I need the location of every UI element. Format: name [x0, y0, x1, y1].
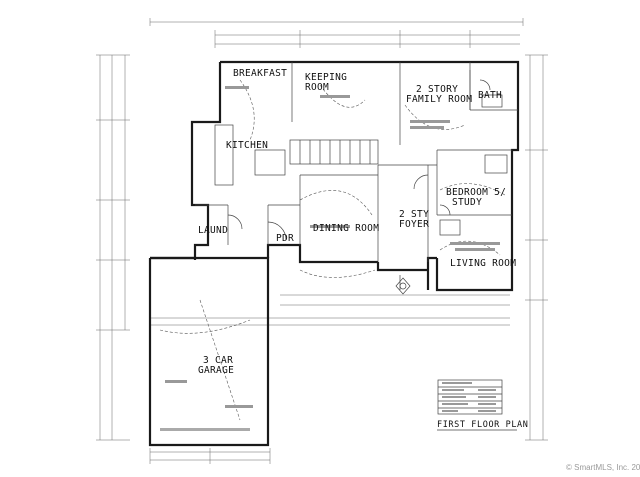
label-garage-2: GARAGE	[198, 365, 234, 376]
interior-walls	[195, 62, 518, 262]
label-dining: DINING ROOM	[313, 223, 379, 234]
annotations	[160, 86, 500, 431]
label-living: LIVING ROOM	[450, 258, 516, 269]
label-kitchen: KITCHEN	[226, 140, 268, 151]
label-foyer-1: 2 STY	[399, 209, 429, 220]
label-powder: PDR	[276, 233, 294, 244]
label-laundry: LAUND	[198, 225, 228, 236]
exterior-walls	[148, 60, 520, 447]
label-keeping-2: ROOM	[305, 82, 329, 93]
plan-title-block: FIRST FLOOR PLAN	[437, 420, 528, 431]
label-bedroom-1: BEDROOM 5/	[446, 187, 506, 198]
label-family-2: FAMILY ROOM	[406, 94, 472, 105]
area-schedule-table	[437, 379, 503, 415]
label-breakfast: BREAKFAST	[233, 68, 287, 79]
label-garage-1: 3 CAR	[203, 355, 233, 366]
room-labels: BREAKFAST KEEPING ROOM 2 STORY FAMILY RO…	[198, 68, 516, 376]
door-swings	[227, 79, 491, 290]
label-foyer-2: FOYER	[399, 219, 429, 230]
label-bath: BATH	[478, 90, 502, 101]
label-family-1: 2 STORY	[416, 84, 458, 95]
plan-title: FIRST FLOOR PLAN	[437, 420, 528, 430]
label-bedroom-2: STUDY	[452, 197, 482, 208]
watermark-credit: © SmartMLS, Inc. 2025	[566, 463, 640, 472]
dimension-lines	[96, 18, 548, 464]
label-keeping-1: KEEPING	[305, 72, 347, 83]
entry-marker	[395, 277, 411, 295]
